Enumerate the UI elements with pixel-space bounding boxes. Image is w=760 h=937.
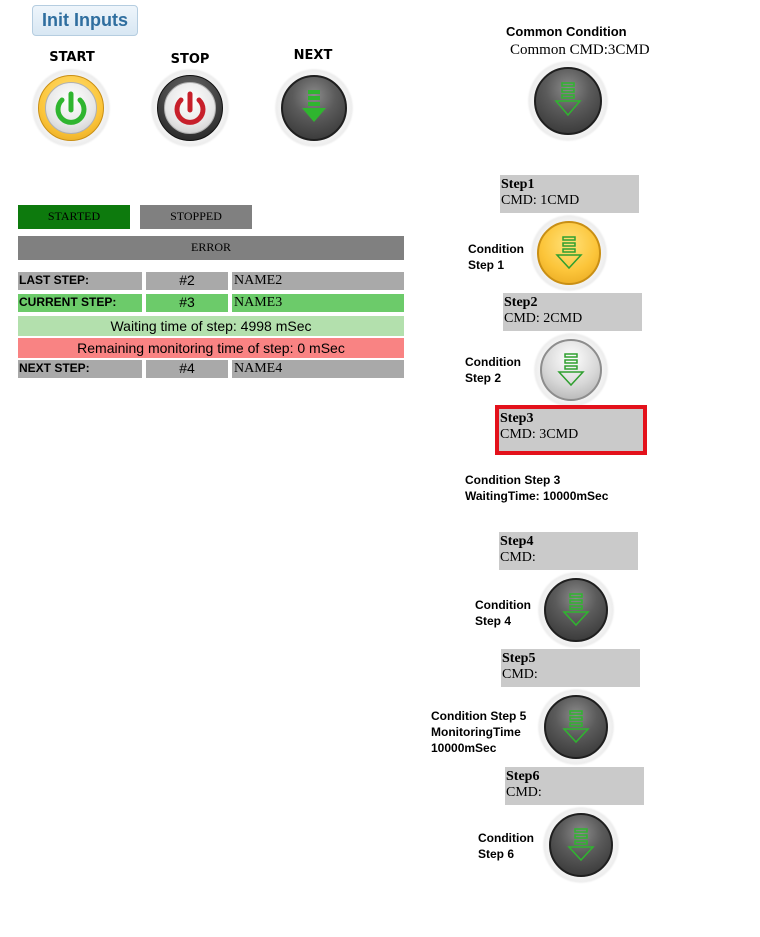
last-step-label: LAST STEP: xyxy=(18,272,142,290)
condition-step6-button[interactable] xyxy=(544,808,618,882)
next-button[interactable] xyxy=(276,70,352,146)
stop-button[interactable] xyxy=(152,70,228,146)
power-icon xyxy=(174,91,206,125)
condition-step2-button[interactable] xyxy=(535,334,607,406)
step-title: Step5 xyxy=(502,651,536,666)
current-step-number: #3 xyxy=(146,294,228,312)
next-label: NEXT xyxy=(293,48,333,63)
step-cmd: CMD: xyxy=(506,785,542,800)
step-cmd: CMD: 3CMD xyxy=(500,427,579,442)
current-step-highlight xyxy=(495,405,647,455)
step-box: Step2 CMD: 2CMD xyxy=(503,293,642,331)
condition-step5-button[interactable] xyxy=(539,690,613,764)
last-step-number: #2 xyxy=(146,272,228,290)
arrow-down-icon xyxy=(557,353,585,387)
step-cmd: CMD: xyxy=(502,667,538,682)
condition-step1-button[interactable] xyxy=(532,216,606,290)
step-cmd: CMD: 1CMD xyxy=(501,193,580,208)
step-title: Step2 xyxy=(504,295,538,310)
waiting-time-message: Waiting time of step: 4998 mSec xyxy=(18,316,404,336)
current-step-name: NAME3 xyxy=(232,294,404,312)
error-indicator: ERROR xyxy=(18,236,404,260)
step-title: Step1 xyxy=(501,177,535,192)
power-icon xyxy=(55,91,87,125)
common-cmd-text: Common CMD:3CMD xyxy=(510,42,650,58)
step-cmd: CMD: 2CMD xyxy=(504,311,583,326)
next-step-label: NEXT STEP: xyxy=(18,360,142,378)
remaining-time-message: Remaining monitoring time of step: 0 mSe… xyxy=(18,338,404,358)
started-indicator: STARTED xyxy=(18,205,130,229)
arrow-down-icon xyxy=(562,710,590,744)
start-label: START xyxy=(49,50,95,65)
step-box: Step1 CMD: 1CMD xyxy=(500,175,639,213)
step-box: Step5 CMD: xyxy=(501,649,640,687)
condition-step4-button[interactable] xyxy=(539,573,613,647)
init-inputs-button[interactable]: Init Inputs xyxy=(32,5,138,36)
step-box: Step6 CMD: xyxy=(505,767,644,805)
start-button[interactable] xyxy=(33,70,109,146)
step-box-current: Step3 CMD: 3CMD xyxy=(499,409,643,451)
step-title: Step6 xyxy=(506,769,540,784)
current-step-label: CURRENT STEP: xyxy=(18,294,142,312)
arrow-down-icon xyxy=(302,90,326,122)
stopped-indicator: STOPPED xyxy=(140,205,252,229)
step-title: Step4 xyxy=(500,534,534,549)
step-cmd: CMD: xyxy=(500,550,536,565)
arrow-down-icon xyxy=(555,236,583,270)
step-box: Step4 CMD: xyxy=(499,532,638,570)
arrow-down-icon xyxy=(554,82,582,117)
arrow-down-icon xyxy=(567,828,595,862)
stop-label: STOP xyxy=(170,52,210,67)
next-step-number: #4 xyxy=(146,360,228,378)
arrow-down-icon xyxy=(562,593,590,627)
common-condition-button[interactable] xyxy=(529,62,607,140)
common-condition-title: Common Condition xyxy=(506,24,627,39)
step-title: Step3 xyxy=(500,411,534,426)
last-step-name: NAME2 xyxy=(232,272,404,290)
next-step-name: NAME4 xyxy=(232,360,404,378)
